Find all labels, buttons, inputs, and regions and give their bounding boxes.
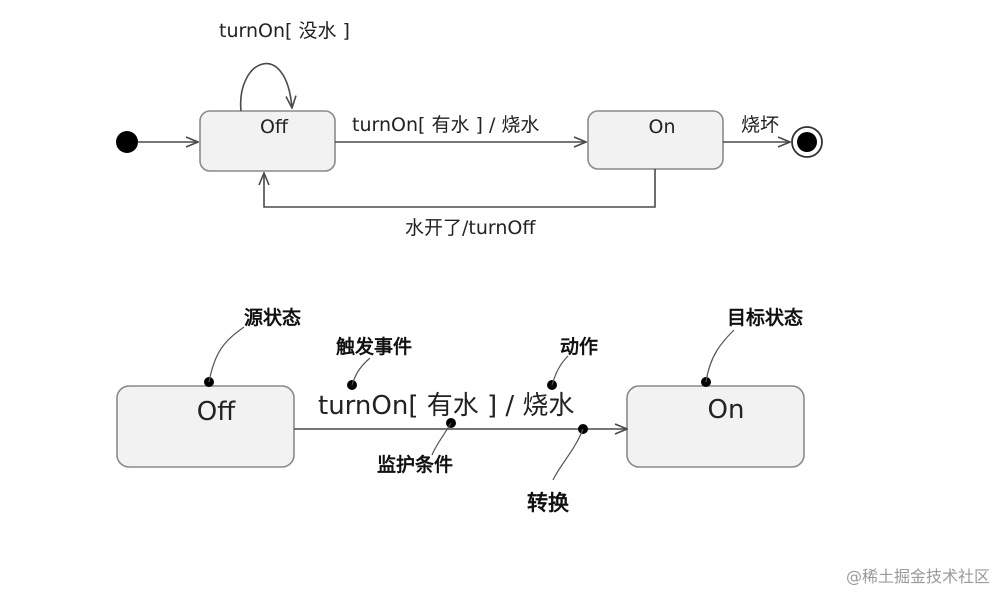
trigger-event-annotation: 触发事件 — [336, 335, 412, 358]
source-state-leader — [208, 326, 245, 383]
on-to-final-label: 烧坏 — [741, 114, 779, 136]
action-annotation: 动作 — [560, 335, 598, 358]
trigger-event-leader — [351, 357, 371, 386]
transition-leader — [552, 428, 584, 481]
off-to-on-label: turnOn[ 有水 ] / 烧水 — [352, 114, 539, 136]
target-state-leader — [705, 329, 735, 383]
action-leader — [551, 355, 569, 386]
self-loop-arrow — [239, 62, 292, 112]
transition-annotation: 转换 — [527, 490, 570, 515]
self-loop-label: turnOn[ 没水 ] — [219, 20, 350, 42]
target-state-annotation: 目标状态 — [727, 306, 803, 329]
bottom-state-on-label: On — [708, 395, 745, 425]
bottom-state-off-box — [116, 385, 295, 468]
on-to-off-arrow — [264, 169, 656, 208]
guard-condition-annotation: 监护条件 — [377, 453, 453, 476]
source-state-annotation: 源状态 — [244, 306, 301, 329]
final-state-dot — [797, 132, 817, 152]
state-off-label: Off — [260, 116, 289, 138]
initial-state-dot — [116, 131, 138, 153]
bottom-transition-anatomy: Off On turnOn[ 有水 ] / 烧水 源状态 触发事件 动作 目标状… — [116, 306, 805, 515]
on-to-off-label: 水开了/turnOff — [405, 217, 536, 239]
guard-condition-leader — [431, 422, 452, 456]
watermark-text: @稀土掘金技术社区 — [846, 567, 990, 586]
state-off-box — [199, 110, 336, 172]
bottom-transition-text: turnOn[ 有水 ] / 烧水 — [318, 391, 574, 421]
top-state-machine: Off turnOn[ 没水 ] turnOn[ 有水 ] / 烧水 On 烧坏… — [116, 20, 823, 239]
state-on-label: On — [649, 116, 676, 138]
bottom-state-off-label: Off — [197, 397, 236, 427]
